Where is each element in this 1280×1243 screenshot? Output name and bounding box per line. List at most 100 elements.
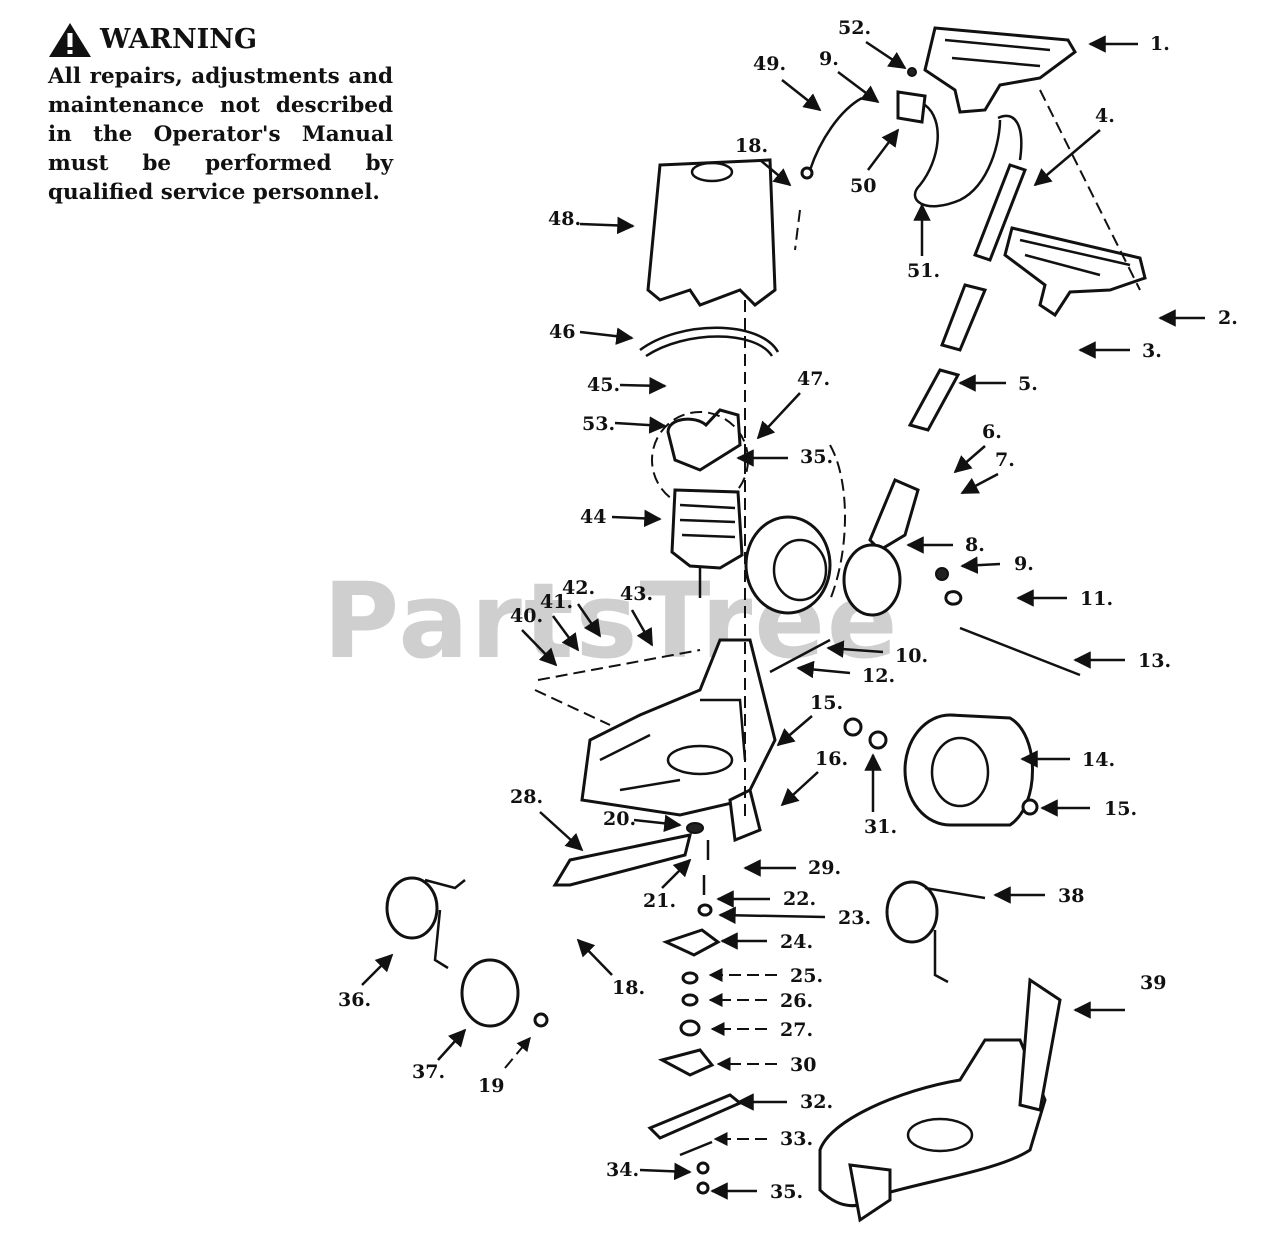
callout-label-28: 32. bbox=[736, 1091, 833, 1113]
callout-label-32: 28. bbox=[510, 786, 584, 852]
svg-text:6.: 6. bbox=[982, 421, 1002, 443]
svg-text:36.: 36. bbox=[338, 989, 371, 1011]
callout-label-25: 26. bbox=[708, 990, 813, 1012]
wheel-hub-51-part bbox=[885, 880, 986, 984]
callout-label-10: 10. bbox=[826, 640, 928, 667]
svg-text:49.: 49. bbox=[753, 53, 786, 75]
svg-text:32.: 32. bbox=[800, 1091, 833, 1113]
middle-tube-part bbox=[907, 283, 988, 432]
svg-text:40.: 40. bbox=[510, 605, 543, 627]
callout-label-21: 22. bbox=[716, 888, 816, 910]
svg-text:39: 39 bbox=[1140, 972, 1166, 994]
svg-text:18.: 18. bbox=[735, 135, 768, 157]
svg-text:20.: 20. bbox=[603, 808, 636, 830]
callout-label-6: 6. bbox=[953, 421, 1002, 474]
svg-text:37.: 37. bbox=[412, 1061, 445, 1083]
cord-part bbox=[800, 96, 863, 180]
svg-text:29.: 29. bbox=[808, 857, 841, 879]
handle-cover-part bbox=[1003, 226, 1147, 318]
callout-label-24: 25. bbox=[708, 965, 823, 987]
callout-label-16: 15. bbox=[776, 692, 843, 747]
callout-label-11: 12. bbox=[796, 660, 895, 687]
svg-text:48.: 48. bbox=[548, 208, 581, 230]
svg-text:4.: 4. bbox=[1095, 105, 1115, 127]
callout-label-26: 27. bbox=[710, 1019, 813, 1041]
callout-label-44: 46 bbox=[549, 321, 634, 345]
svg-text:1.: 1. bbox=[1150, 33, 1170, 55]
callout-label-30: 34. bbox=[606, 1159, 692, 1181]
svg-text:33.: 33. bbox=[780, 1128, 813, 1150]
callout-label-46: 48. bbox=[548, 208, 635, 235]
callout-label-49: 51. bbox=[907, 203, 940, 282]
callout-label-13: 13. bbox=[1073, 650, 1171, 672]
warning-title: WARNING bbox=[100, 24, 258, 55]
callout-label-29: 33. bbox=[713, 1128, 813, 1150]
svg-text:24.: 24. bbox=[780, 931, 813, 953]
svg-text:27.: 27. bbox=[780, 1019, 813, 1041]
svg-text:3.: 3. bbox=[1142, 340, 1162, 362]
callout-label-31: 35. bbox=[710, 1181, 803, 1203]
svg-text:42.: 42. bbox=[562, 577, 595, 599]
svg-text:51.: 51. bbox=[907, 260, 940, 282]
svg-text:21.: 21. bbox=[643, 890, 676, 912]
callout-label-4: 4. bbox=[1033, 105, 1115, 187]
warning-block: WARNING All repairs, adjustments and mai… bbox=[48, 22, 393, 207]
svg-text:7.: 7. bbox=[995, 449, 1015, 471]
svg-text:26.: 26. bbox=[780, 990, 813, 1012]
warning-triangle-icon bbox=[49, 23, 91, 57]
svg-text:25.: 25. bbox=[790, 965, 823, 987]
callout-label-48: 50 bbox=[850, 128, 900, 197]
callout-label-7: 7. bbox=[960, 449, 1015, 495]
callout-label-12: 11. bbox=[1016, 588, 1113, 610]
edger-assembly-52-part bbox=[818, 977, 1062, 1223]
svg-text:47.: 47. bbox=[797, 368, 830, 390]
callout-label-43: 45. bbox=[587, 374, 667, 396]
svg-text:8.: 8. bbox=[965, 534, 985, 556]
svg-text:50: 50 bbox=[850, 175, 876, 197]
callout-label-36: 37. bbox=[412, 1028, 467, 1083]
svg-text:31.: 31. bbox=[864, 816, 897, 838]
retaining-ring-part bbox=[639, 326, 780, 358]
svg-text:46: 46 bbox=[549, 321, 575, 343]
svg-text:10.: 10. bbox=[895, 645, 928, 667]
callout-label-18b: 18. bbox=[576, 938, 645, 999]
svg-text:15.: 15. bbox=[1104, 798, 1137, 820]
callout-label-23: 24. bbox=[720, 931, 813, 953]
warning-heading: WARNING bbox=[48, 22, 393, 58]
motor-cover-part bbox=[646, 158, 777, 307]
svg-text:41.: 41. bbox=[540, 591, 573, 613]
callout-label-15a: 15. bbox=[1040, 798, 1137, 820]
callout-label-5: 5. bbox=[958, 373, 1038, 395]
svg-text:53.: 53. bbox=[582, 413, 615, 435]
callout-label-1: 1. bbox=[1088, 33, 1170, 55]
svg-text:34.: 34. bbox=[606, 1159, 639, 1181]
wheel-axle-assembly bbox=[744, 515, 1081, 677]
svg-text:30: 30 bbox=[790, 1054, 816, 1076]
svg-text:5.: 5. bbox=[1018, 373, 1038, 395]
callout-label-51: 38 bbox=[993, 885, 1084, 907]
callout-label-9a: 9. bbox=[819, 48, 880, 104]
svg-text:15.: 15. bbox=[810, 692, 843, 714]
svg-text:35.: 35. bbox=[800, 446, 833, 468]
callout-label-17: 16. bbox=[780, 748, 848, 807]
callout-label-47: 49. bbox=[753, 53, 822, 112]
svg-text:19: 19 bbox=[478, 1075, 504, 1097]
svg-text:35.: 35. bbox=[770, 1181, 803, 1203]
callout-label-9b: 9. bbox=[960, 553, 1034, 575]
callout-label-8: 8. bbox=[906, 534, 985, 556]
callout-label-45: 47. bbox=[756, 368, 830, 440]
svg-text:52.: 52. bbox=[838, 17, 871, 39]
svg-text:14.: 14. bbox=[1082, 749, 1115, 771]
callout-label-20: 21. bbox=[643, 858, 692, 912]
svg-text:18.: 18. bbox=[612, 977, 645, 999]
callout-label-22: 23. bbox=[718, 906, 871, 929]
callout-label-34: 36. bbox=[338, 953, 394, 1011]
callout-label-50: 52. bbox=[838, 17, 907, 70]
callout-label-53: 53. bbox=[582, 413, 667, 435]
callout-label-37: 35. bbox=[736, 446, 833, 468]
svg-text:43.: 43. bbox=[620, 583, 653, 605]
svg-text:12.: 12. bbox=[862, 665, 895, 687]
callout-label-3: 3. bbox=[1078, 340, 1162, 362]
svg-text:28.: 28. bbox=[510, 786, 543, 808]
